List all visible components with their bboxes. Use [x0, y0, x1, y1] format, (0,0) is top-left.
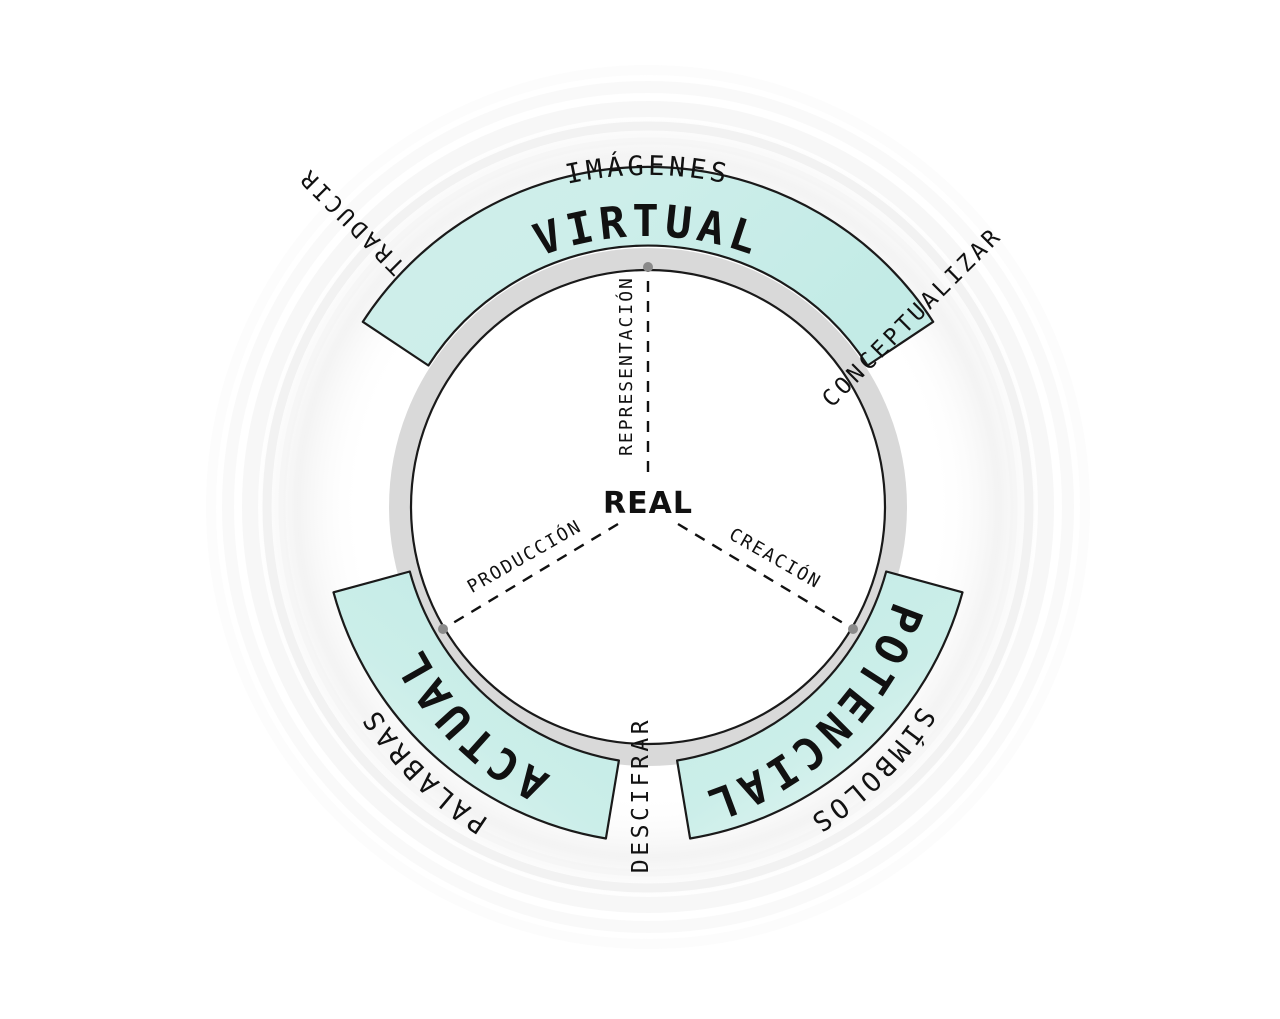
spoke-line-creacion: [677, 522, 854, 631]
gap-label-descifrar: DESCIFRAR: [628, 717, 654, 873]
inner-gray-band: [389, 248, 907, 766]
center-label-real: REAL: [603, 486, 693, 521]
spoke-dot-representacion: [643, 262, 653, 272]
spoke-label-representacion: REPRESENTACIÓN: [615, 276, 637, 456]
segment-potencial-shape[interactable]: [676, 570, 964, 840]
segment-actual-shape[interactable]: [332, 570, 620, 840]
segment-virtual-shape[interactable]: [361, 165, 935, 367]
spoke-dot-produccion: [438, 624, 448, 634]
spoke-line-produccion: [442, 522, 619, 631]
spoke-dot-creacion: [848, 624, 858, 634]
